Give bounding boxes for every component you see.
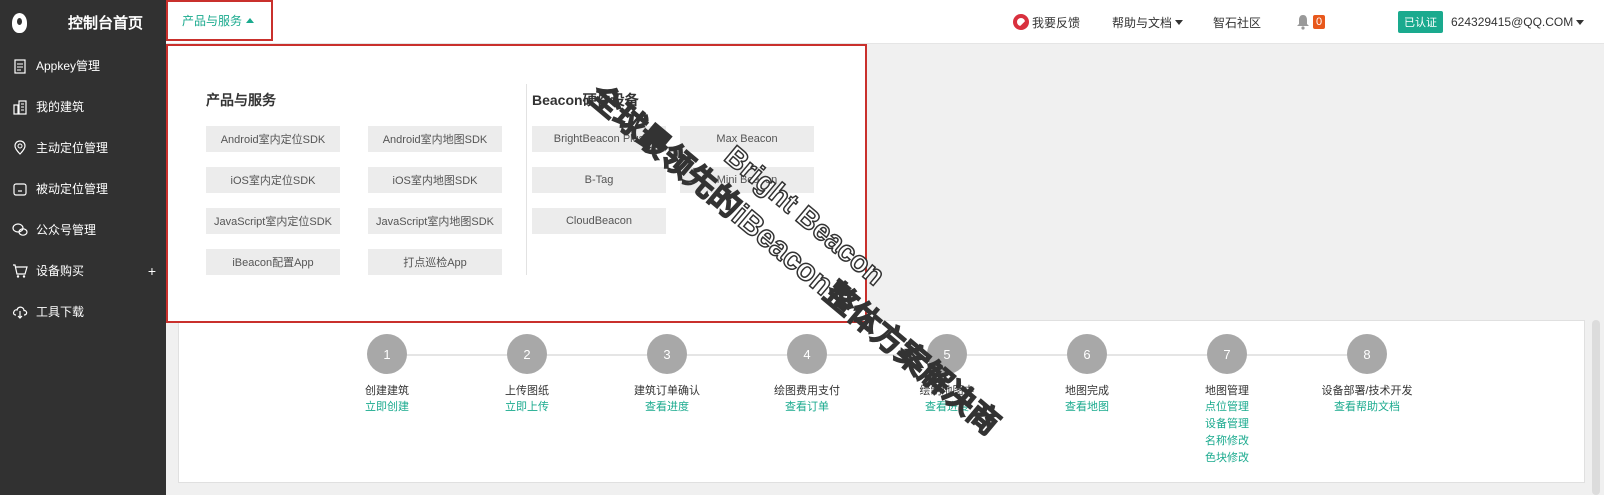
step-link[interactable]: 立即创建	[365, 401, 409, 413]
step-number: 6	[1067, 334, 1107, 374]
sidebar-header[interactable]: 控制台首页	[0, 0, 166, 45]
sidebar-item-label: 设备购买	[36, 264, 85, 278]
step-link[interactable]: 查看地图	[1065, 401, 1109, 413]
sidebar-item-active-positioning[interactable]: 主动定位管理	[0, 127, 166, 168]
sidebar-item-passive-positioning[interactable]: 被动定位管理	[0, 168, 166, 209]
step-link[interactable]: 点位管理	[1205, 401, 1249, 413]
top-navigation-bar: 产品与服务 我要反馈 帮助与文档 智石社区 0 已认证 624329415@QQ…	[166, 0, 1604, 44]
chat-icon	[12, 222, 28, 238]
caret-up-icon	[246, 18, 255, 23]
notification-count-badge: 0	[1313, 15, 1326, 29]
location-pin-icon	[12, 139, 28, 156]
product-link[interactable]: Android室内定位SDK	[206, 126, 340, 152]
sidebar: 控制台首页 Appkey管理 我的建筑 主动定位管理 被动定位管理 公众号管理 …	[0, 0, 166, 495]
step-5: 5 绘制地图中 查看进度	[877, 334, 1017, 416]
products-services-label: 产品与服务	[182, 14, 243, 28]
product-link[interactable]: iBeacon配置App	[206, 249, 340, 275]
cart-icon	[12, 263, 28, 279]
caret-down-icon	[1175, 19, 1184, 25]
step-link[interactable]: 设备管理	[1205, 418, 1249, 430]
community-label: 智石社区	[1213, 15, 1262, 30]
step-1: 1 创建建筑 立即创建	[317, 334, 457, 416]
products-dropdown-panel: 产品与服务 Beacon硬件设备 Android室内定位SDK Android室…	[166, 44, 867, 323]
expand-plus-icon[interactable]: +	[147, 262, 156, 279]
verified-badge: 已认证	[1398, 11, 1443, 33]
column-divider	[526, 84, 527, 275]
cloud-download-icon	[12, 304, 28, 320]
sidebar-item-label: 工具下载	[36, 305, 85, 319]
step-link[interactable]: 查看帮助文档	[1334, 401, 1400, 413]
caret-down-icon	[1576, 19, 1585, 25]
step-number: 1	[367, 334, 407, 374]
product-link[interactable]: JavaScript室内地图SDK	[368, 208, 502, 234]
step-number: 7	[1207, 334, 1247, 374]
step-link[interactable]: 立即上传	[505, 401, 549, 413]
step-title: 创建建筑	[365, 385, 409, 397]
feedback-icon	[1013, 14, 1029, 30]
feedback-label: 我要反馈	[1032, 15, 1081, 30]
community-link[interactable]: 智石社区	[1213, 0, 1261, 44]
sidebar-item-appkey[interactable]: Appkey管理	[0, 45, 166, 86]
sidebar-item-device-purchase[interactable]: 设备购买 +	[0, 250, 166, 291]
hardware-link[interactable]: Mini Beacon	[680, 167, 814, 193]
product-link[interactable]: iOS室内定位SDK	[206, 167, 340, 193]
sidebar-item-label: Appkey管理	[36, 59, 101, 73]
steps-connector-line	[387, 354, 1365, 356]
help-docs-label: 帮助与文档	[1112, 15, 1173, 30]
product-link[interactable]: 打点巡检App	[368, 249, 502, 275]
help-docs-menu[interactable]: 帮助与文档	[1112, 0, 1184, 44]
step-number: 5	[927, 334, 967, 374]
product-link[interactable]: Android室内地图SDK	[368, 126, 502, 152]
sidebar-item-label: 公众号管理	[36, 223, 97, 237]
hardware-column-title: Beacon硬件设备	[532, 92, 639, 108]
feedback-link[interactable]: 我要反馈	[1013, 0, 1080, 44]
step-3: 3 建筑订单确认 查看进度	[597, 334, 737, 416]
step-title: 地图管理	[1205, 385, 1249, 397]
step-link[interactable]: 查看进度	[645, 401, 689, 413]
step-4: 4 绘图费用支付 查看订单	[737, 334, 877, 416]
step-6: 6 地图完成 查看地图	[1017, 334, 1157, 416]
hardware-link[interactable]: BrightBeacon Plus	[532, 126, 666, 152]
step-2: 2 上传图纸 立即上传	[457, 334, 597, 416]
clipboard-icon	[12, 58, 28, 74]
step-number: 8	[1347, 334, 1387, 374]
step-title: 建筑订单确认	[634, 385, 700, 397]
hardware-link[interactable]: Max Beacon	[680, 126, 814, 152]
step-link[interactable]: 名称修改	[1205, 435, 1249, 447]
account-label: 624329415@QQ.COM	[1451, 15, 1574, 29]
products-services-tab[interactable]: 产品与服务	[166, 0, 273, 41]
step-title: 绘制地图中	[919, 385, 975, 397]
step-link[interactable]: 色块修改	[1205, 452, 1249, 464]
logo-icon	[12, 12, 27, 33]
vertical-scrollbar[interactable]	[1592, 320, 1600, 495]
building-icon	[12, 99, 28, 115]
step-title: 绘图费用支付	[774, 385, 840, 397]
bell-icon	[1296, 14, 1310, 30]
step-number: 2	[507, 334, 547, 374]
step-title: 上传图纸	[505, 385, 549, 397]
step-title: 地图完成	[1065, 385, 1109, 397]
sidebar-item-label: 主动定位管理	[36, 141, 109, 155]
step-8: 8 设备部署/技术开发 查看帮助文档	[1297, 334, 1437, 416]
step-7: 7 地图管理 点位管理 设备管理 名称修改 色块修改	[1157, 334, 1297, 467]
step-title: 设备部署/技术开发	[1321, 385, 1413, 397]
device-icon	[12, 181, 28, 197]
console-home-title: 控制台首页	[68, 15, 144, 32]
step-number: 4	[787, 334, 827, 374]
notifications-button[interactable]: 0	[1296, 0, 1326, 44]
sidebar-item-tool-download[interactable]: 工具下载	[0, 291, 166, 332]
account-area[interactable]: 已认证 624329415@QQ.COM	[1398, 0, 1585, 44]
step-link[interactable]: 查看订单	[785, 401, 829, 413]
sidebar-item-official-account[interactable]: 公众号管理	[0, 209, 166, 250]
sidebar-item-label: 我的建筑	[36, 100, 85, 114]
sidebar-item-my-buildings[interactable]: 我的建筑	[0, 86, 166, 127]
product-link[interactable]: JavaScript室内定位SDK	[206, 208, 340, 234]
hardware-link[interactable]: B-Tag	[532, 167, 666, 193]
product-link[interactable]: iOS室内地图SDK	[368, 167, 502, 193]
step-number: 3	[647, 334, 687, 374]
products-column-title: 产品与服务	[206, 92, 276, 108]
sidebar-item-label: 被动定位管理	[36, 182, 109, 196]
hardware-link[interactable]: CloudBeacon	[532, 208, 666, 234]
step-link[interactable]: 查看进度	[925, 401, 969, 413]
